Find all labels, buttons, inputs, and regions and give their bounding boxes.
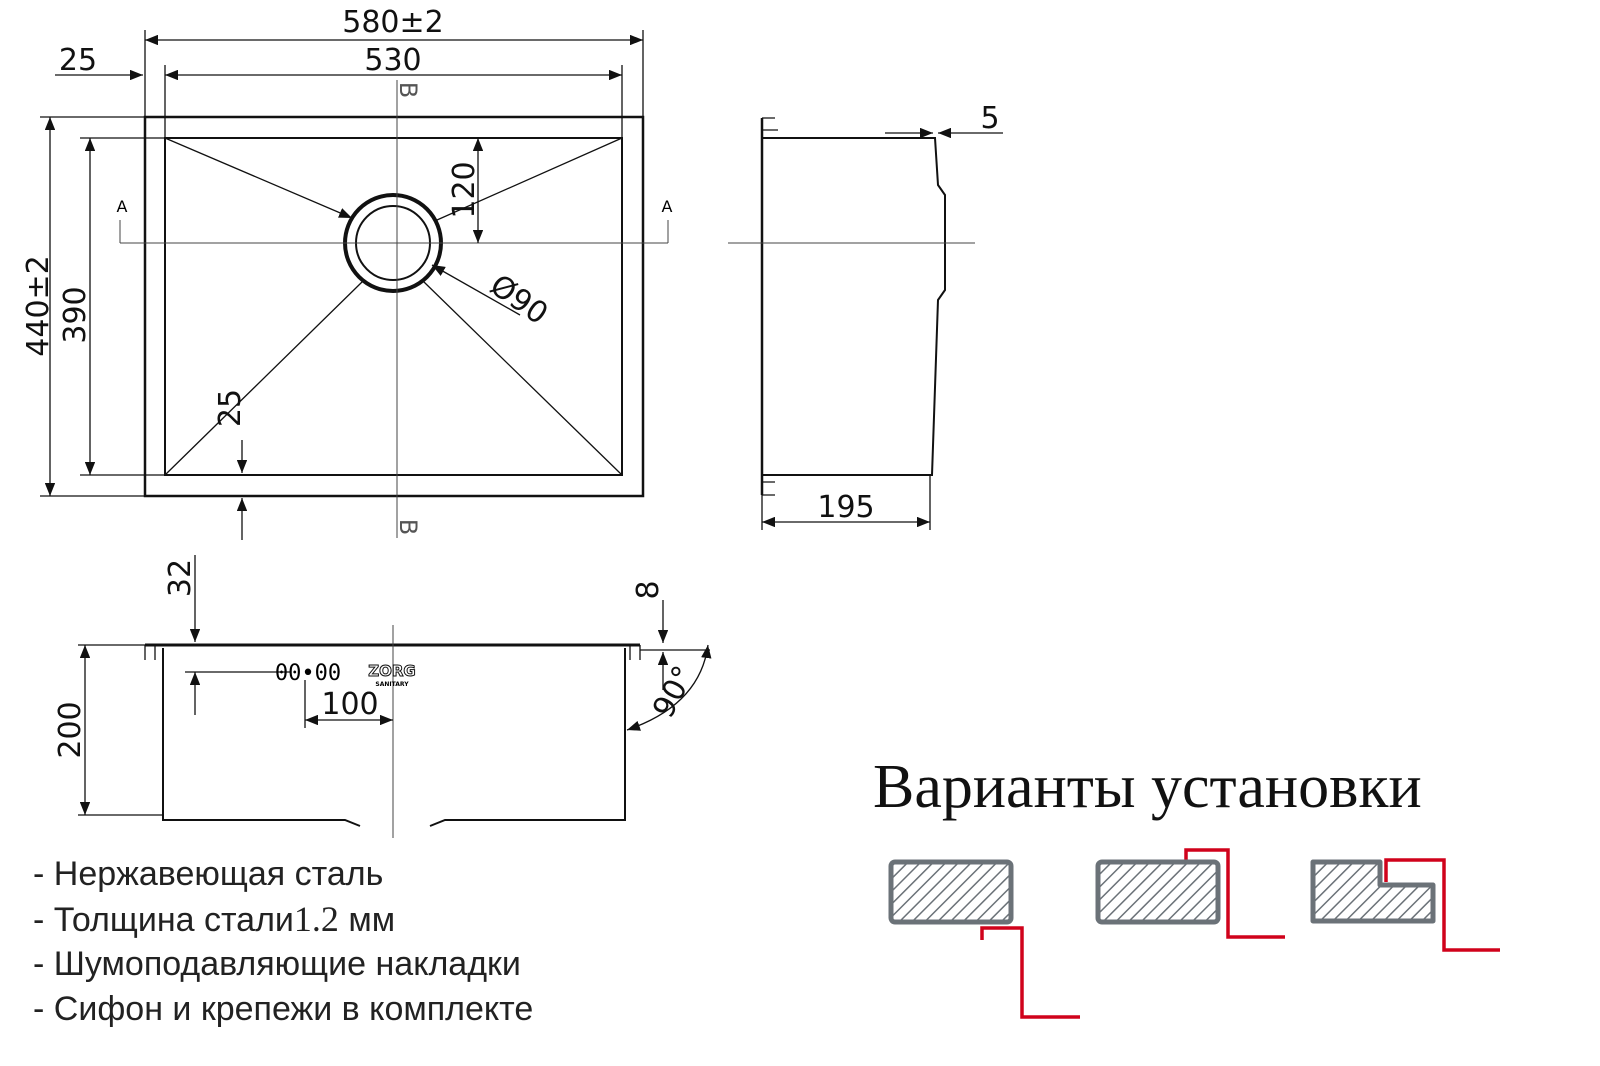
section-label-a-right: A — [662, 197, 673, 216]
svg-text:SANITARY: SANITARY — [375, 681, 409, 688]
dim-overall-depth: 440±2 — [21, 255, 56, 356]
dim-overflow-offset: 100 — [321, 687, 378, 722]
dim-drain-offset: 120 — [447, 161, 482, 218]
thickness-value: 1.2 — [293, 899, 339, 939]
dim-overall-width: 580±2 — [342, 5, 443, 40]
section-label-b-bottom: B — [394, 519, 422, 535]
overflow-icon: 00•00 — [275, 661, 341, 686]
zorg-logo: ZORG SANITARY — [368, 662, 417, 689]
feature-item-thickness: - Толщина стали1.2 мм — [33, 898, 395, 940]
dim-side-depth: 195 — [817, 490, 874, 525]
svg-text:ZORG: ZORG — [368, 662, 416, 680]
dim-overflow-height: 32 — [163, 559, 198, 597]
dim-bowl-height: 200 — [53, 701, 88, 758]
dim-flange-height: 8 — [631, 580, 666, 599]
thickness-unit: мм — [338, 901, 396, 939]
install-variant-undermount — [888, 859, 1080, 1019]
front-view: 32 8 200 100 90° 00•00 ZORG SANITARY — [53, 555, 712, 838]
section-label-b-top: B — [394, 82, 422, 98]
side-view: 5 195 — [728, 101, 1003, 530]
dim-drain-diameter: Ø90 — [483, 268, 554, 332]
top-view: 580±2 530 25 440±2 390 120 Ø90 25 A A B … — [21, 5, 673, 540]
dim-corner-offset: 25 — [213, 389, 248, 427]
feature-item: - Сифон и крепежи в комплекте — [33, 990, 534, 1028]
section-label-a-left: A — [117, 197, 128, 216]
dim-bowl-width: 530 — [364, 43, 421, 78]
dim-flange-offset: 25 — [59, 43, 97, 78]
dim-wall-angle: 90° — [646, 660, 702, 723]
feature-item: - Шумоподавляющие накладки — [33, 945, 521, 983]
dim-bowl-depth: 390 — [58, 286, 93, 343]
install-variant-flush — [1310, 858, 1500, 952]
feature-label: - Толщина стали — [33, 901, 294, 939]
feature-item: - Нержавеющая сталь — [33, 855, 384, 893]
install-variant-overmount — [1095, 848, 1285, 939]
dim-flange-thickness: 5 — [980, 101, 999, 136]
installation-title: Варианты установки — [873, 753, 1422, 821]
